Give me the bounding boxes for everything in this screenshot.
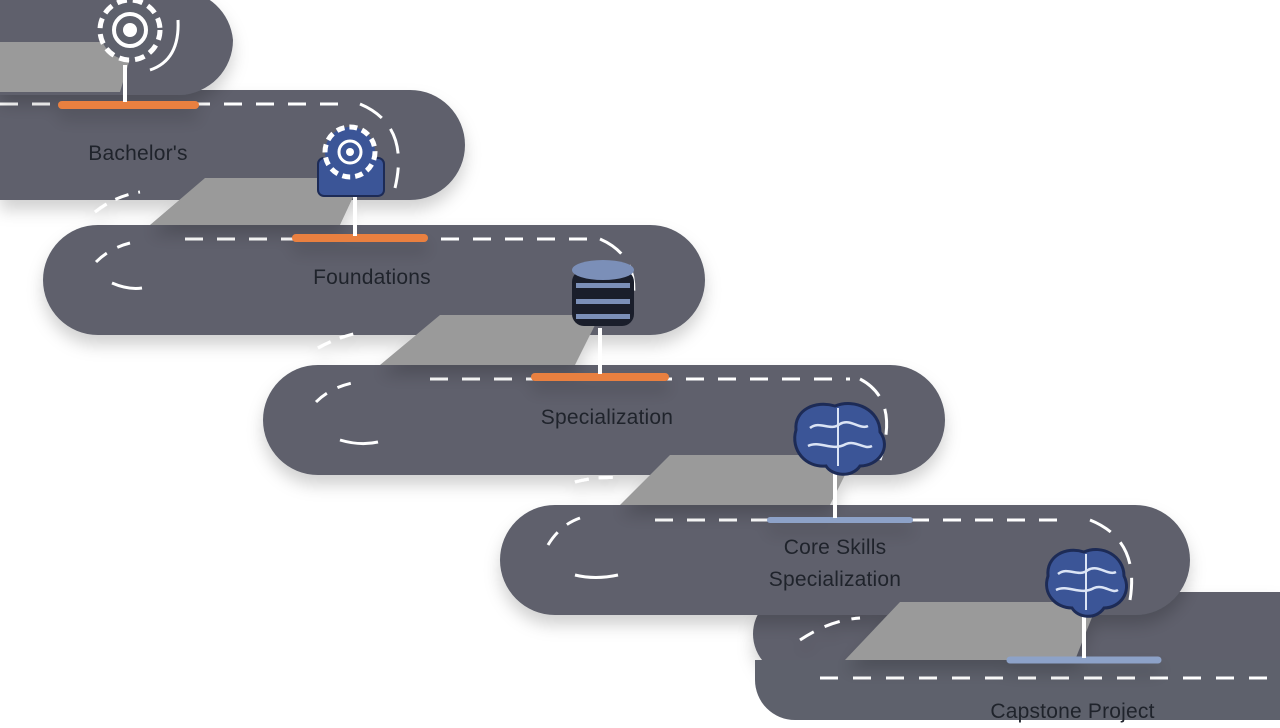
road-segment-4 [500, 505, 1190, 664]
road-segment-2 [43, 225, 705, 381]
brain-icon [1045, 548, 1128, 658]
stage-label-bachelors: Bachelor's [88, 142, 188, 165]
stage-label-core-skills: Core Skills Specialization [768, 536, 902, 591]
gear-badge-icon [317, 124, 385, 236]
brain-icon [793, 402, 886, 518]
stage-label-foundations: Foundations [313, 266, 431, 289]
stage-label-capstone: Capstone Project [990, 700, 1155, 723]
stage-label-specialization: Specialization [540, 406, 674, 429]
database-icon [572, 260, 634, 374]
gear-icon [97, 0, 163, 102]
